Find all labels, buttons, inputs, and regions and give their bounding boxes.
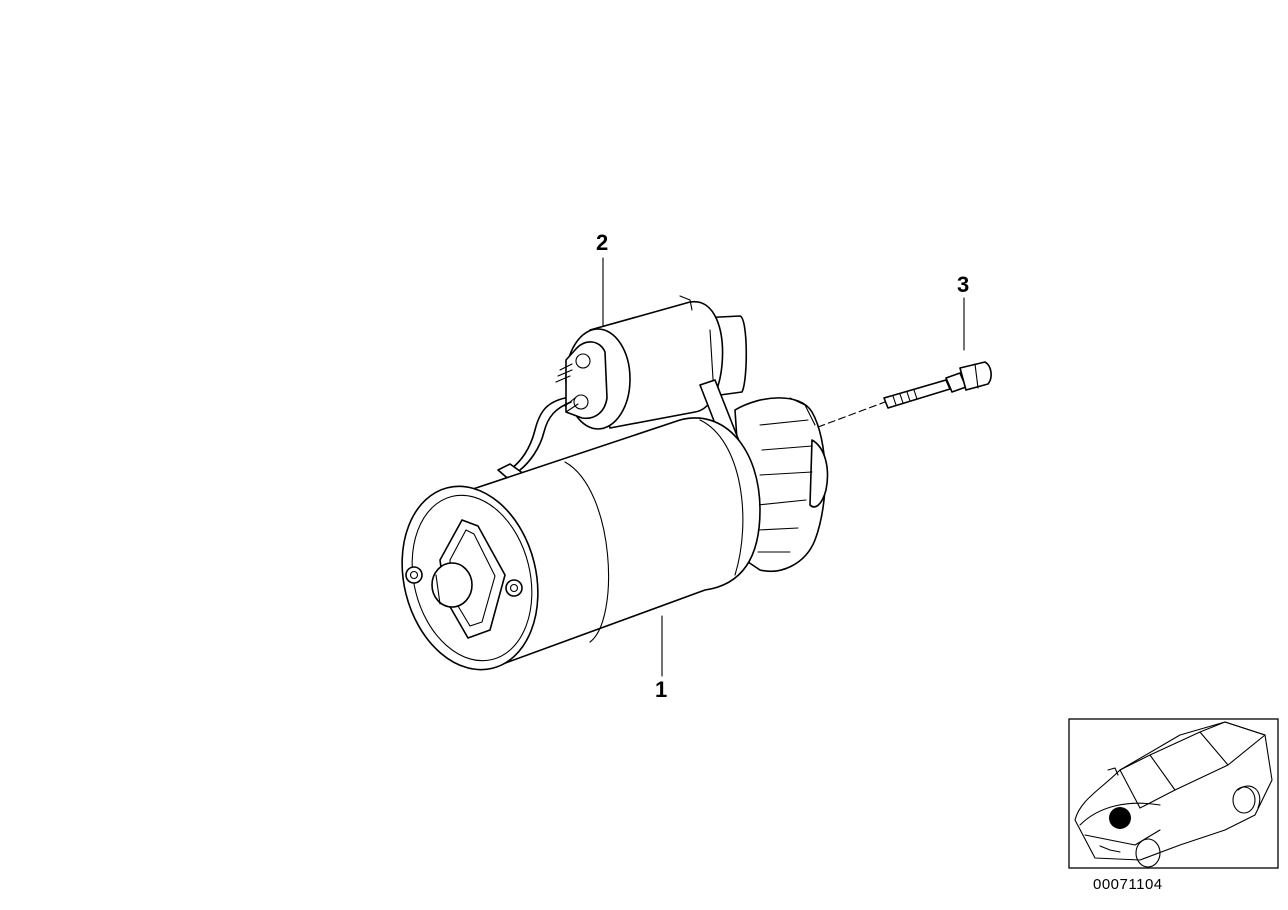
mounting-bolt <box>817 361 992 428</box>
image-code: 00071104 <box>1093 876 1163 893</box>
callout-2: 2 <box>596 230 609 255</box>
vehicle-locator-thumbnail <box>1068 718 1279 869</box>
callout-3: 3 <box>957 272 970 297</box>
locator-marker <box>1109 807 1131 829</box>
callout-1: 1 <box>655 677 668 702</box>
starter-motor <box>401 417 761 671</box>
